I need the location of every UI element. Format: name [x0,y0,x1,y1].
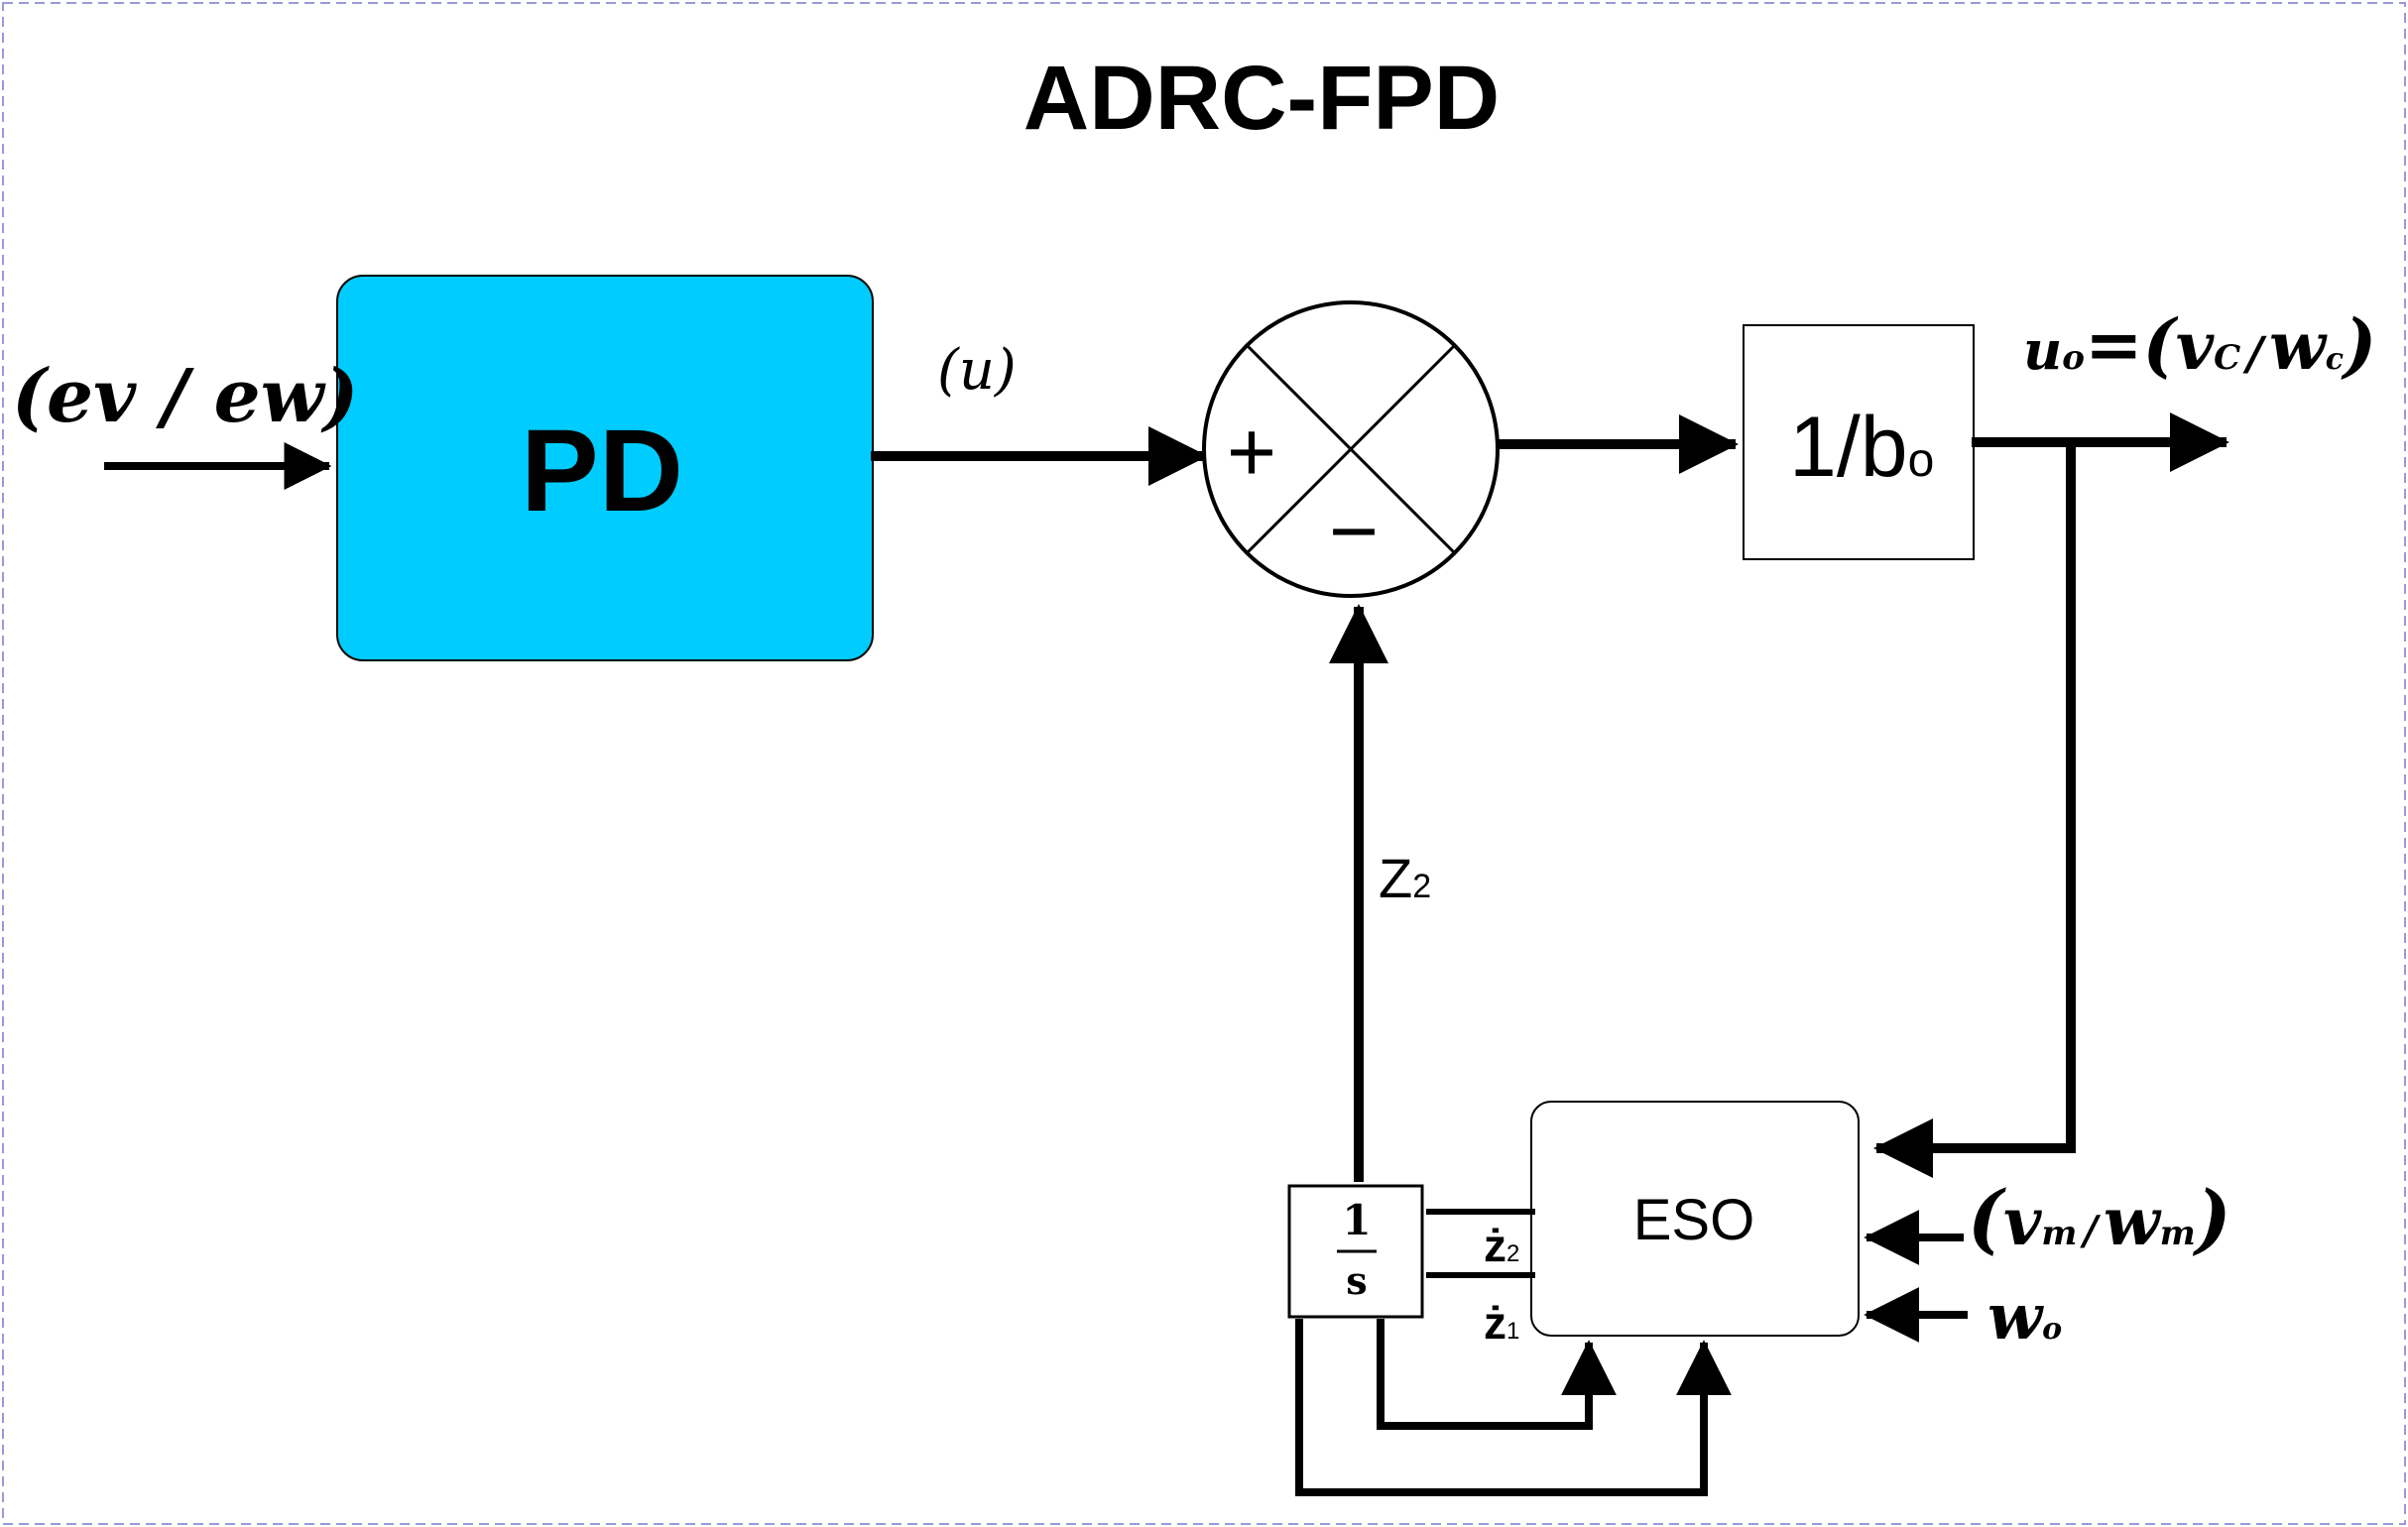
z2-label: Z2 [1379,847,1431,909]
output-label-v: v [2176,307,2215,385]
measured-input-slash: / [2079,1208,2101,1254]
gain-block-subscript: o [1908,434,1935,487]
observer-bandwidth-label: wo [1987,1280,2062,1354]
integrator-outer-feedback [1295,1319,1732,1496]
z2-dot-sub: 2 [1506,1240,1519,1267]
summing-minus-sign: − [1329,484,1379,579]
observer-bandwidth-w-sub: o [2042,1312,2062,1347]
integrator-inner-feedback [1377,1319,1617,1430]
output-label-equals: =( [2085,303,2179,386]
z2-main: Z [1379,847,1412,909]
reference-input-label: (ev / ew) [12,354,358,439]
z1-dot-sub: 1 [1506,1318,1519,1345]
output-feedback-line [1873,442,2076,1178]
output-label-v-sub: C [2214,338,2240,378]
z2-dot-main: ż [1484,1220,1506,1271]
z1-dot-label: ż1 [1484,1297,1519,1349]
gain-block [1743,324,1975,560]
z2-dot-label: ż2 [1484,1220,1519,1271]
output-label-u: u [2023,318,2062,382]
eso-block [1530,1101,1860,1337]
measured-input-v: v [2003,1183,2042,1260]
eso-block-label: ESO [1633,1188,1755,1252]
integrator-numerator: 1 [1342,1196,1371,1244]
z1-dot-main: ż [1484,1297,1506,1349]
z2-sub: 2 [1412,868,1431,905]
output-label-slash: / [2242,326,2267,380]
output-label-w-sub: c [2326,342,2344,377]
output-label-u-sub: o [2062,338,2085,378]
gain-block-text: 1/b [1789,400,1908,495]
measured-input-open: ( [1968,1174,2006,1262]
measured-input-v-sub: m [2041,1214,2077,1253]
measured-input-label: (vm/wm) [1968,1174,2231,1262]
summing-junction-cross-b [1245,343,1457,555]
observer-bandwidth-w: w [1987,1280,2044,1354]
integrator-denominator: s [1346,1258,1367,1303]
output-label-close: ) [2341,303,2376,386]
output-label: uo=(vC/wc) [2023,303,2376,386]
measured-input-w: w [2104,1183,2162,1260]
measured-input-close: ) [2193,1174,2231,1262]
control-signal-label: (u) [937,338,1017,403]
gain-block-label: 1/bo [1789,400,1934,495]
pd-block [336,275,874,661]
output-label-w: w [2269,307,2328,385]
summing-plus-sign: + [1227,405,1276,500]
pd-block-label: PD [521,406,683,536]
diagram-title: ADRC-FPD [1023,48,1500,149]
measured-input-w-sub: m [2160,1214,2196,1253]
